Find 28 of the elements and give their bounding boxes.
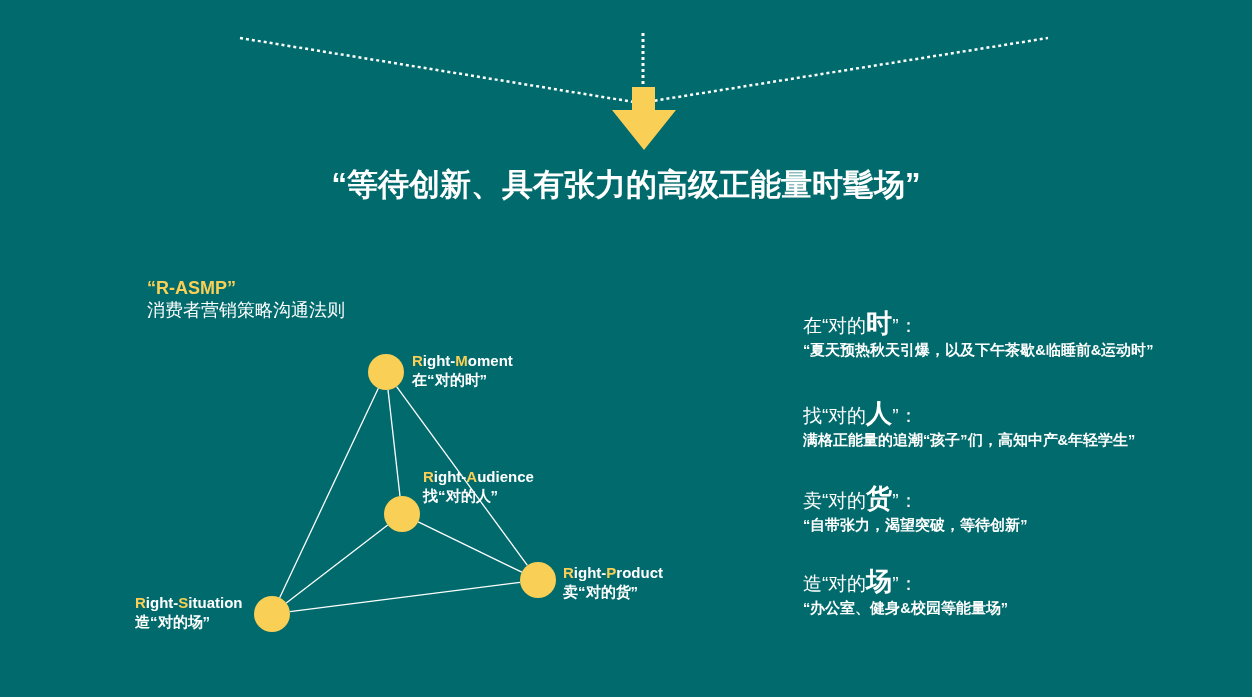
connector-line — [279, 387, 379, 599]
connector-line — [285, 524, 389, 604]
item-heading: 卖“对的货”： — [803, 482, 918, 515]
item-heading: 找“对的人”： — [803, 397, 918, 430]
circle-node — [368, 354, 404, 390]
title: “等待创新、具有张力的高级正能量时髦场” — [330, 166, 922, 204]
circle-node — [254, 596, 290, 632]
item-heading: 造“对的场”： — [803, 565, 918, 598]
subheading-text: 消费者营销策略沟通法则 — [147, 299, 345, 322]
caption-english: Right-Situation — [135, 594, 243, 612]
circle-node — [520, 562, 556, 598]
item-description: “夏天预热秋天引爆，以及下午茶歇&临睡前&运动时” — [803, 341, 1154, 360]
item-description: 满格正能量的追潮“孩子”们，高知中产&年轻学生” — [803, 431, 1136, 450]
item-heading: 在“对的时”： — [803, 307, 918, 340]
caption-chinese: 造“对的场” — [135, 613, 210, 631]
circle-node — [384, 496, 420, 532]
caption-chinese: 在“对的时” — [412, 371, 487, 389]
connector-line — [395, 385, 529, 567]
caption-english: Right-Product — [563, 564, 663, 582]
caption-english: Right-Moment — [412, 352, 513, 370]
caption-chinese: 卖“对的货” — [563, 583, 638, 601]
item-description: “自带张力，渴望突破，等待创新” — [803, 516, 1028, 535]
connector-line — [417, 521, 523, 573]
item-description: “办公室、健身&校园等能量场” — [803, 599, 1008, 618]
connector-line — [387, 389, 401, 497]
heading-text: “R-ASMP” — [147, 278, 236, 299]
caption-chinese: 找“对的人” — [423, 487, 498, 505]
connector-line — [289, 581, 521, 613]
